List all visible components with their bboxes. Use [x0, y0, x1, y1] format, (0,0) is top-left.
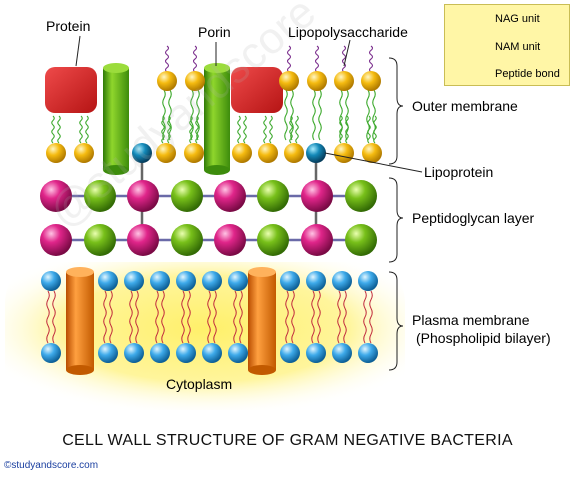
- outer-lipid-head: [157, 71, 177, 91]
- lipoprotein-pointer: [324, 152, 423, 173]
- outer-lipid-head: [307, 71, 327, 91]
- label-phospholipid-bilayer: (Phospholipid bilayer): [416, 330, 551, 346]
- nag-unit: [40, 180, 72, 212]
- phospholipid-head: [202, 271, 222, 291]
- phospholipid-head: [332, 343, 352, 363]
- nam-unit: [84, 180, 116, 212]
- nag-unit: [214, 224, 246, 256]
- nam-unit: [345, 224, 377, 256]
- membrane-channel-1: [66, 267, 94, 375]
- peptidoglycan-units: [40, 180, 377, 256]
- membrane-channel-2: [248, 267, 276, 375]
- label-plasma-membrane: Plasma membrane: [412, 312, 530, 328]
- peptidoglycan-brace: [388, 177, 404, 263]
- phospholipid-head: [280, 271, 300, 291]
- nam-unit: [257, 180, 289, 212]
- lps-chain: [192, 45, 198, 73]
- phospholipid-head: [176, 343, 196, 363]
- nag-unit: [40, 224, 72, 256]
- label-lipoprotein: Lipoprotein: [424, 164, 494, 180]
- diagram-title: CELL WALL STRUCTURE OF GRAM NEGATIVE BAC…: [62, 432, 513, 449]
- outer-lipid-head: [258, 143, 278, 163]
- nam-unit: [171, 224, 203, 256]
- outer-lipid-head: [74, 143, 94, 163]
- phospholipid-head: [280, 343, 300, 363]
- nag-unit: [301, 224, 333, 256]
- label-outer-membrane: Outer membrane: [412, 98, 518, 114]
- phospholipid-head: [124, 343, 144, 363]
- outer-lipid-head: [334, 71, 354, 91]
- plasma-membrane-heads: [41, 271, 378, 363]
- label-peptidoglycan: Peptidoglycan layer: [412, 210, 535, 226]
- outer-lipid-head: [361, 71, 381, 91]
- label-porin: Porin: [198, 24, 231, 40]
- lps-chain: [368, 45, 374, 73]
- phospholipid-head: [306, 271, 326, 291]
- nam-unit: [345, 180, 377, 212]
- porin-2: [204, 63, 230, 175]
- legend-nag-label: NAG unit: [495, 13, 540, 25]
- lps-chain: [314, 45, 320, 73]
- lps-chain: [286, 45, 292, 73]
- phospholipid-head: [98, 343, 118, 363]
- plasma-membrane-tails: [46, 290, 373, 344]
- outer-lipid-head: [46, 143, 66, 163]
- phospholipid-head: [358, 343, 378, 363]
- label-protein: Protein: [46, 18, 91, 34]
- phospholipid-head: [228, 271, 248, 291]
- legend-nam-label: NAM unit: [495, 41, 541, 53]
- outer-lipid-head: [362, 143, 382, 163]
- protein-pointer: [75, 35, 81, 67]
- phospholipid-head: [202, 343, 222, 363]
- phospholipid-head: [98, 271, 118, 291]
- protein-block-2: [231, 67, 283, 113]
- lps-chain: [341, 45, 347, 73]
- lipoprotein-1: [132, 143, 152, 163]
- outer-lipid-head: [232, 143, 252, 163]
- porin-1: [103, 63, 129, 175]
- nam-unit: [84, 224, 116, 256]
- phospholipid-head: [228, 343, 248, 363]
- outer-lipid-head: [185, 71, 205, 91]
- legend: NAG unit NAM unit Peptide bond: [444, 4, 570, 86]
- plasma-membrane-brace: [388, 271, 404, 371]
- outer-lipid-head: [184, 143, 204, 163]
- outer-membrane-brace: [388, 57, 404, 165]
- nag-unit: [127, 180, 159, 212]
- protein-block-1: [45, 67, 97, 113]
- nag-unit: [214, 180, 246, 212]
- phospholipid-head: [150, 343, 170, 363]
- phospholipid-head: [41, 343, 61, 363]
- nag-unit: [127, 224, 159, 256]
- lipopolysaccharide-chains: [164, 45, 374, 73]
- nam-unit: [171, 180, 203, 212]
- nag-unit: [301, 180, 333, 212]
- outer-lipid-head: [284, 143, 304, 163]
- credit-text: ©studyandscore.com: [4, 460, 99, 471]
- lipoprotein-2: [306, 143, 326, 163]
- outer-membrane-tails: [51, 89, 377, 144]
- phospholipid-head: [306, 343, 326, 363]
- outer-lipid-head: [156, 143, 176, 163]
- lipopolysaccharide-pointer: [343, 39, 351, 67]
- nam-unit: [257, 224, 289, 256]
- lps-chain: [164, 45, 170, 73]
- label-lipopolysaccharide: Lipopolysaccharide: [288, 24, 408, 40]
- label-cytoplasm: Cytoplasm: [166, 376, 233, 392]
- outer-membrane-heads: [46, 71, 382, 163]
- outer-lipid-head: [334, 143, 354, 163]
- phospholipid-head: [41, 271, 61, 291]
- phospholipid-head: [358, 271, 378, 291]
- phospholipid-head: [124, 271, 144, 291]
- phospholipid-head: [332, 271, 352, 291]
- phospholipid-head: [176, 271, 196, 291]
- legend-peptide-label: Peptide bond: [495, 68, 560, 80]
- phospholipid-head: [150, 271, 170, 291]
- outer-lipid-head: [279, 71, 299, 91]
